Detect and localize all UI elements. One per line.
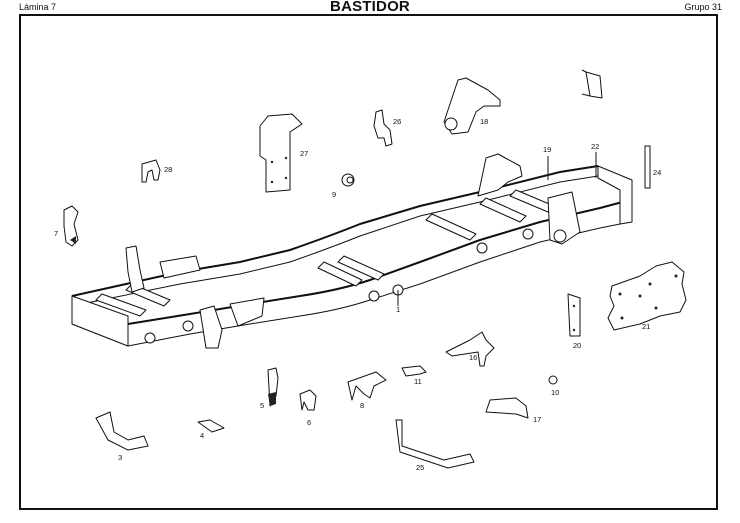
- part-4-plate[interactable]: [197, 419, 225, 433]
- part-3-bracket[interactable]: [95, 411, 149, 451]
- part-9-bracket[interactable]: [347, 371, 387, 401]
- part-label-10: 10: [551, 388, 559, 397]
- part-label-8: 9: [332, 190, 336, 199]
- part-label-22: 26: [393, 117, 401, 126]
- part-20-plate[interactable]: [567, 293, 581, 337]
- part-18-hanger[interactable]: [443, 77, 501, 135]
- group-number: Grupo 31: [684, 2, 722, 12]
- part-6-bracket[interactable]: [63, 205, 79, 247]
- part-label-7: 6: [307, 418, 311, 427]
- part-label-27: 27: [300, 149, 308, 158]
- part-label-21: 21: [642, 322, 650, 331]
- part-8-bushing[interactable]: [341, 173, 355, 187]
- part-16-bracket[interactable]: [445, 331, 495, 367]
- part-label-5: 5: [260, 401, 264, 410]
- part-28-bracket[interactable]: [581, 69, 603, 99]
- page-title: BASTIDOR: [330, 0, 410, 15]
- part-label-9: 8: [360, 401, 364, 410]
- part-label-19: 19: [543, 145, 551, 154]
- part-24-tube[interactable]: [644, 145, 651, 189]
- part-21-mounting-plate[interactable]: [607, 261, 687, 331]
- part-label-18: 18: [480, 117, 488, 126]
- part-label-11: 11: [414, 377, 422, 386]
- part-label-25: 25: [416, 463, 424, 472]
- part-label-1: 1: [396, 305, 400, 314]
- diagram-frame: [19, 14, 718, 510]
- part-label-6: 7: [54, 229, 58, 238]
- part-chassis-frame[interactable]: [71, 153, 633, 349]
- part-label-24: 24: [653, 168, 661, 177]
- part-11-bracket[interactable]: [401, 365, 427, 377]
- part-label-4: 4: [200, 431, 204, 440]
- part-label-16: 16: [469, 353, 477, 362]
- part-17-bracket[interactable]: [485, 397, 529, 419]
- part-label-26: 28: [164, 165, 172, 174]
- part-7-bracket[interactable]: [299, 389, 317, 411]
- part-22-bracket[interactable]: [373, 109, 393, 147]
- part-25-step-bracket[interactable]: [395, 419, 475, 469]
- part-5-bracket[interactable]: [267, 367, 279, 407]
- part-label-3: 3: [118, 453, 122, 462]
- part-26-bracket[interactable]: [141, 159, 161, 183]
- plate-number: Lámina 7: [19, 2, 57, 12]
- part-label-23: 22: [591, 142, 599, 151]
- part-27-bracket[interactable]: [259, 113, 303, 193]
- part-10-nut[interactable]: [548, 375, 558, 385]
- part-label-20: 20: [573, 341, 581, 350]
- part-label-17: 17: [533, 415, 541, 424]
